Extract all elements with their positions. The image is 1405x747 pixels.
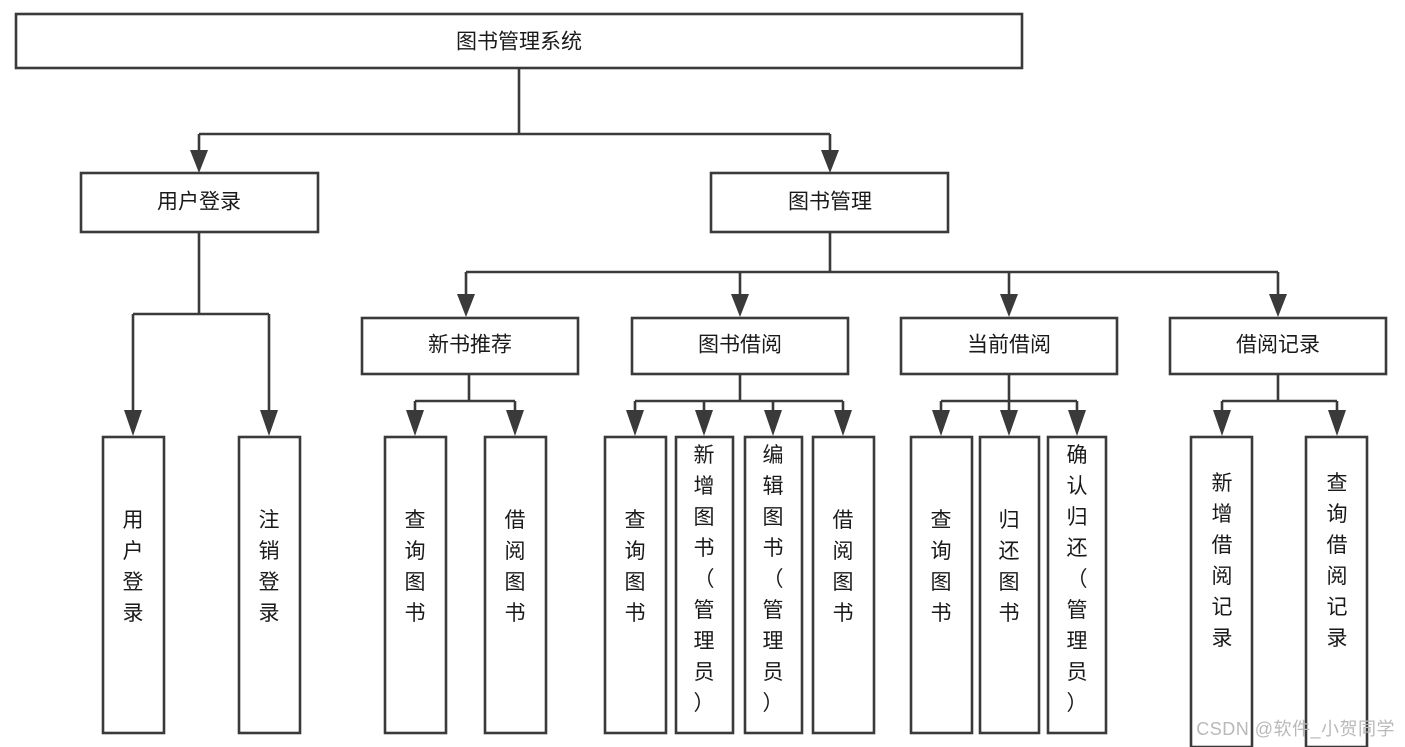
node-leaf-7[interactable]: 编辑图书（管理员） <box>743 435 804 735</box>
node-leaf-7-box[interactable] <box>743 435 804 735</box>
arrow-head-leaf-9 <box>932 410 950 436</box>
node-book-manage-box[interactable] <box>709 171 950 234</box>
node-leaf-9-label: 查询图书 <box>931 509 952 625</box>
arrow-head-leaf-1 <box>124 410 142 436</box>
node-new-book-rec-label: 新书推荐 <box>428 334 512 357</box>
node-leaf-4-label: 借阅图书 <box>505 509 526 625</box>
node-leaf-10[interactable]: 归还图书 <box>978 435 1041 735</box>
node-leaf-4-box[interactable] <box>483 435 548 735</box>
arrow-head-leaf-4 <box>506 410 524 436</box>
node-root-box[interactable] <box>14 12 1024 70</box>
arrow-head-book-manage <box>821 150 839 173</box>
arrow-head-leaf-5 <box>626 410 644 436</box>
node-current-borrow-label: 当前借阅 <box>967 334 1051 357</box>
node-leaf-1[interactable]: 用户登录 <box>101 435 166 735</box>
arrow-head-borrow-record <box>1269 294 1287 317</box>
node-leaf-2-label: 注销登录 <box>259 509 280 625</box>
node-new-book-rec[interactable]: 新书推荐 <box>360 316 580 376</box>
arrow-head-leaf-12 <box>1213 410 1231 436</box>
node-user-login[interactable]: 用户登录 <box>79 171 320 234</box>
arrow-head-leaf-7 <box>764 410 782 436</box>
arrow-head-leaf-2 <box>260 410 278 436</box>
node-leaf-13-label: 查询借阅记录 <box>1327 472 1348 650</box>
node-leaf-5-box[interactable] <box>603 435 668 735</box>
node-current-borrow-box[interactable] <box>899 316 1119 376</box>
node-leaf-3[interactable]: 查询图书 <box>383 435 448 735</box>
node-leaf-8-label: 借阅图书 <box>833 509 854 625</box>
node-leaf-9-box[interactable] <box>909 435 974 735</box>
node-leaf-6-label: 新增图书（管理员） <box>694 444 715 715</box>
node-leaf-3-box[interactable] <box>383 435 448 735</box>
node-leaf-5-label: 查询图书 <box>625 509 646 625</box>
arrow-head-book-borrow <box>731 294 749 317</box>
arrow-head-new-book-rec <box>457 294 475 317</box>
node-borrow-record-box[interactable] <box>1168 316 1388 376</box>
node-book-manage-label: 图书管理 <box>788 191 872 214</box>
node-current-borrow[interactable]: 当前借阅 <box>899 316 1119 376</box>
node-leaf-13[interactable]: 查询借阅记录 <box>1304 435 1369 747</box>
node-leaf-1-label: 用户登录 <box>123 509 144 625</box>
node-leaf-11[interactable]: 确认归还（管理员） <box>1046 435 1108 735</box>
node-leaf-12-box[interactable] <box>1189 435 1254 747</box>
node-user-login-box[interactable] <box>79 171 320 234</box>
node-leaf-11-label: 确认归还（管理员） <box>1067 444 1088 715</box>
arrow-head-current-borrow <box>1000 294 1018 317</box>
arrow-head-leaf-10 <box>1000 410 1018 436</box>
node-leaf-8-box[interactable] <box>811 435 876 735</box>
node-leaf-3-label: 查询图书 <box>405 509 426 625</box>
node-new-book-rec-box[interactable] <box>360 316 580 376</box>
node-leaf-7-label: 编辑图书（管理员） <box>763 444 784 715</box>
node-user-login-label: 用户登录 <box>157 191 241 214</box>
node-leaf-13-box[interactable] <box>1304 435 1369 747</box>
node-borrow-record-label: 借阅记录 <box>1236 334 1320 357</box>
arrow-head-leaf-8 <box>834 410 852 436</box>
node-book-manage[interactable]: 图书管理 <box>709 171 950 234</box>
node-leaf-6-box[interactable] <box>674 435 735 735</box>
node-book-borrow[interactable]: 图书借阅 <box>630 316 850 376</box>
node-leaf-5[interactable]: 查询图书 <box>603 435 668 735</box>
csdn-watermark: CSDN @软件_小贺同学 <box>1196 719 1395 739</box>
arrow-head-leaf-11 <box>1068 410 1086 436</box>
node-leaf-9[interactable]: 查询图书 <box>909 435 974 735</box>
node-leaf-6[interactable]: 新增图书（管理员） <box>674 435 735 735</box>
arrow-head-leaf-13 <box>1328 410 1346 436</box>
node-leaf-10-label: 归还图书 <box>999 509 1020 625</box>
node-root[interactable]: 图书管理系统 <box>14 12 1024 70</box>
node-leaf-1-box[interactable] <box>101 435 166 735</box>
node-book-borrow-label: 图书借阅 <box>698 334 782 357</box>
node-leaf-11-box[interactable] <box>1046 435 1108 735</box>
node-book-borrow-box[interactable] <box>630 316 850 376</box>
node-root-label: 图书管理系统 <box>456 31 582 54</box>
node-borrow-record[interactable]: 借阅记录 <box>1168 316 1388 376</box>
node-leaf-8[interactable]: 借阅图书 <box>811 435 876 735</box>
node-leaf-10-box[interactable] <box>978 435 1041 735</box>
node-leaf-4[interactable]: 借阅图书 <box>483 435 548 735</box>
arrow-head-leaf-3 <box>406 410 424 436</box>
arrow-head-leaf-6 <box>695 410 713 436</box>
connector-layer <box>124 69 1346 436</box>
node-leaf-2[interactable]: 注销登录 <box>237 435 302 735</box>
node-leaf-12-label: 新增借阅记录 <box>1212 472 1233 650</box>
node-leaf-2-box[interactable] <box>237 435 302 735</box>
arrow-head-user-login <box>190 150 208 173</box>
node-leaf-12[interactable]: 新增借阅记录 <box>1189 435 1254 747</box>
